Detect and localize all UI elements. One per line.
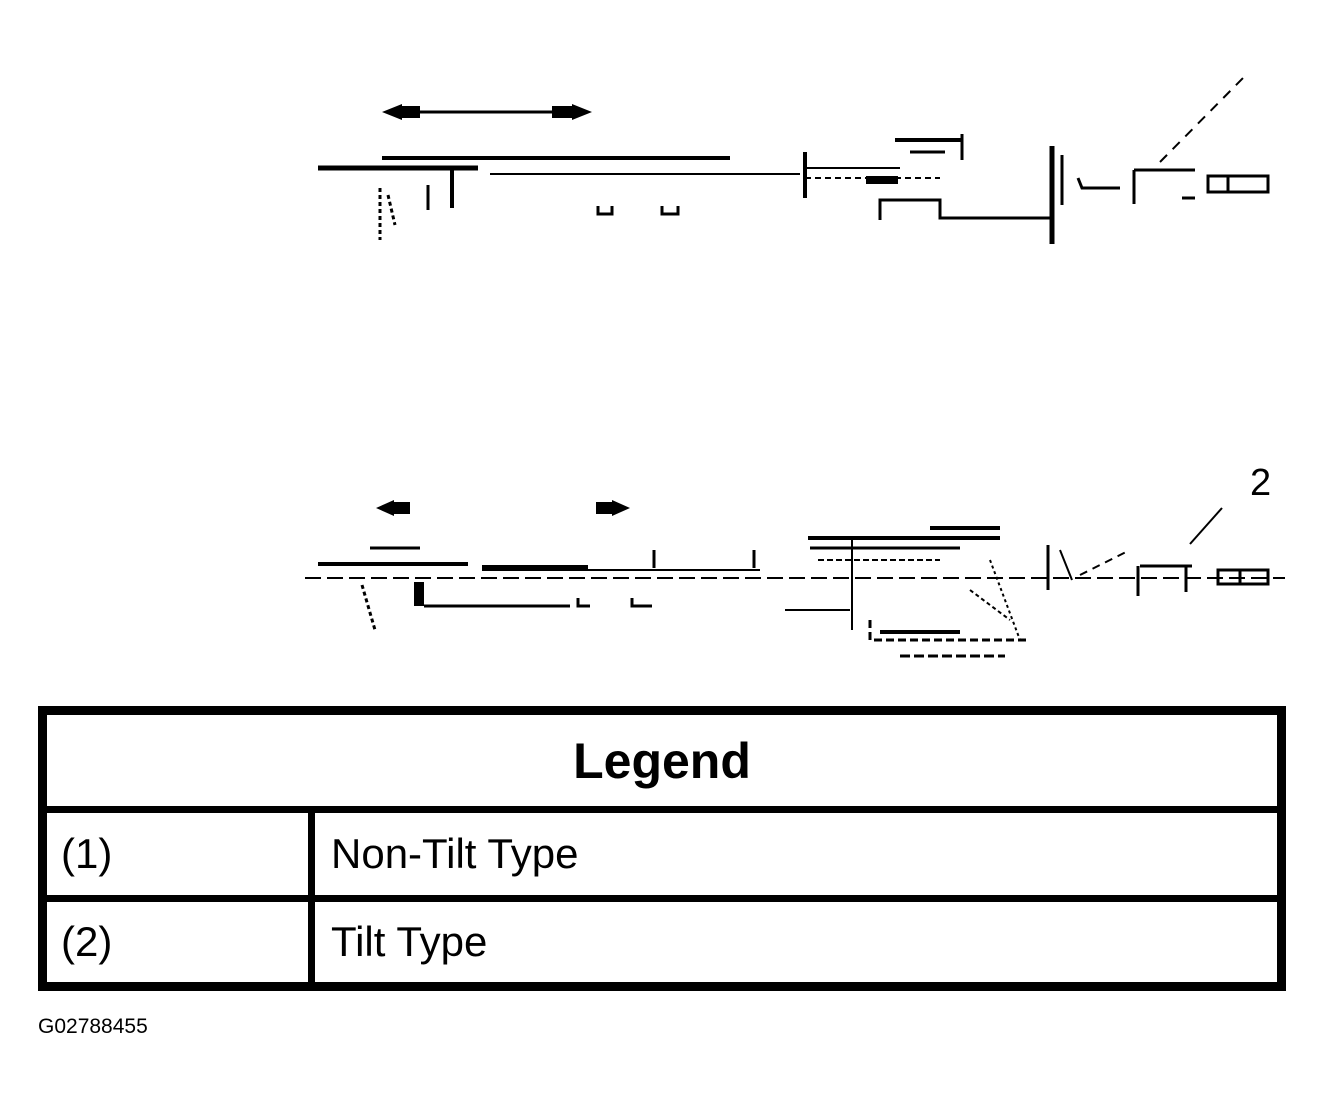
figure-id: G02788455 [38,1015,148,1038]
legend-row: (1) Non-Tilt Type [47,813,1277,902]
legend-title: Legend [47,715,1277,813]
legend-key: (1) [47,813,315,895]
legend-description: Non-Tilt Type [331,830,579,877]
legend-row: (2) Tilt Type [47,902,1277,982]
callout-label-2: 2 [1250,462,1272,504]
steering-column-diagram [305,75,1285,658]
legend-description: Tilt Type [331,918,488,965]
tilt-column-drawing [305,500,1285,658]
legend-table: Legend (1) Non-Tilt Type (2) Tilt Type [38,706,1286,991]
legend-key: (2) [47,902,315,982]
non-tilt-column-drawing [318,75,1270,244]
